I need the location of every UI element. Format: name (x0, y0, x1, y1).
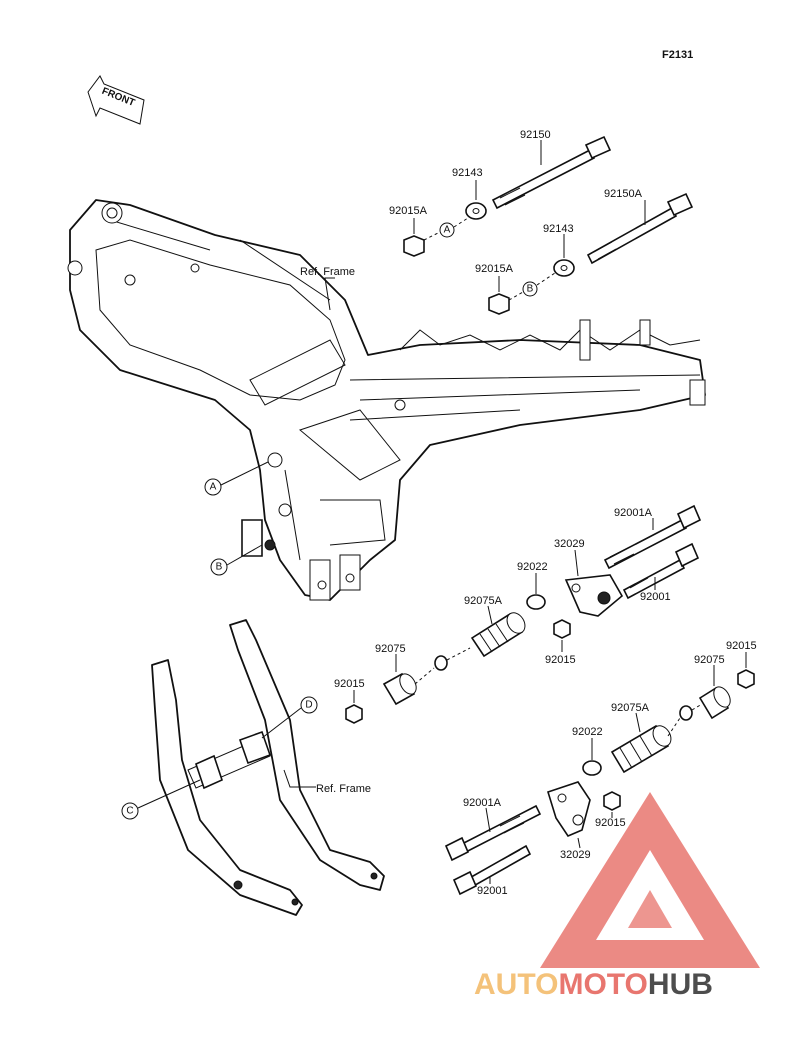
label-92015-bottom: 92015 (595, 817, 626, 829)
bushing-92075A-top (470, 612, 526, 658)
bracket-32029-bottom-hole-1 (557, 793, 567, 803)
nut-92015-left (345, 704, 363, 724)
callout-d (300, 696, 318, 714)
bolt-92150 (491, 135, 612, 210)
dashed-guide-collar-top (446, 647, 471, 661)
callout-a-frame (204, 478, 222, 496)
label-92022-bottom: 92022 (572, 726, 603, 738)
label-92001A-bottom: 92001A (463, 797, 502, 809)
label-92075-top: 92075 (375, 643, 406, 655)
nut-92015A-mid (488, 293, 510, 315)
ref-frame-label-bottom: Ref. Frame (316, 783, 371, 795)
leader-c (137, 779, 201, 809)
label-92075-right: 92075 (694, 654, 725, 666)
leader-b-frame (226, 544, 263, 566)
callout-b-frame (210, 558, 228, 576)
bracket-32029-top (564, 574, 624, 617)
watermark-logo (540, 792, 760, 968)
washer-92143-top-hole (472, 208, 480, 214)
ref-frame-leader-bottom (283, 769, 316, 788)
label-92015-mid: 92015 (545, 654, 576, 666)
leader-92001A-bottom (485, 807, 491, 833)
watermark-triangle-inner (628, 890, 672, 928)
washer-92022-top (526, 594, 546, 610)
leader-92075A-bottom (635, 712, 641, 733)
bolt-92001A-top (603, 504, 702, 570)
bolt-92001-bottom (452, 844, 532, 896)
bushing-92075-top (382, 672, 417, 706)
bolt-92150A (586, 192, 694, 265)
label-92022-top: 92022 (517, 561, 548, 573)
bolt-92001A-bottom (444, 804, 542, 862)
main-frame-drawing (67, 199, 706, 601)
label-32029-bottom: 32029 (560, 849, 591, 861)
watermark-hub: HUB (648, 968, 713, 1001)
leader-a-frame (220, 461, 269, 486)
label-92150: 92150 (520, 129, 551, 141)
label-92143-top: 92143 (452, 167, 483, 179)
label-92001-bottom: 92001 (477, 885, 508, 897)
leader-32029-bottom (577, 837, 581, 849)
nut-92015-right (737, 669, 755, 689)
front-arrow: FRONT (87, 75, 145, 125)
leader-d (261, 707, 302, 739)
collar-top (434, 655, 448, 671)
label-92075A-top: 92075A (464, 595, 503, 607)
label-32029-top: 32029 (554, 538, 585, 550)
watermark-moto: MOTO (558, 968, 647, 1001)
nut-92015-mid (553, 619, 571, 639)
lower-frame-drawing (151, 619, 385, 916)
collar-bottom (679, 705, 693, 721)
label-92001A-top: 92001A (614, 507, 653, 519)
bushing-92075A-bottom (610, 724, 672, 774)
callout-a-frame-letter: A (210, 482, 217, 493)
dashed-guide-92075A-bottom (667, 717, 681, 737)
watermark-triangle (540, 792, 760, 968)
callout-b-top-letter: B (527, 284, 534, 295)
callout-a-top (439, 222, 455, 238)
label-92015-right: 92015 (726, 640, 757, 652)
dashed-guide-collar-bottom (691, 703, 703, 711)
dashed-guide-92075-top (414, 667, 435, 685)
bracket-32029-bottom-hole-2 (572, 814, 584, 826)
nut-92015-bottom (603, 791, 621, 811)
bushing-92075-right (698, 686, 731, 720)
ref-frame-label-top: Ref. Frame (300, 266, 355, 278)
callout-c-letter: C (126, 806, 133, 817)
label-92143-mid: 92143 (543, 223, 574, 235)
label-92075A-bottom: 92075A (611, 702, 650, 714)
nut-92015A-top (403, 235, 425, 257)
label-92015A-top: 92015A (389, 205, 428, 217)
callout-b-frame-letter: B (216, 562, 223, 573)
bracket-32029-top-hole-1 (571, 583, 581, 593)
leader-32029-top (574, 549, 579, 577)
figure-id: F2131 (662, 49, 693, 61)
leader-92075A-top (487, 605, 493, 625)
label-92015-left: 92015 (334, 678, 365, 690)
callout-b-top (522, 281, 538, 297)
bracket-32029-bottom (547, 781, 591, 837)
callout-c (121, 802, 139, 820)
watermark-auto: AUTO (474, 968, 558, 1001)
bolt-92001-top (622, 542, 700, 600)
label-92015A-mid: 92015A (475, 263, 514, 275)
label-92150A: 92150A (604, 188, 643, 200)
washer-92143-mid-hole (560, 265, 568, 271)
bracket-32029-top-hole-2 (597, 591, 611, 605)
dashed-guides-top (423, 217, 556, 301)
washer-92022-bottom (582, 760, 602, 776)
ref-frame-leader-top (324, 277, 335, 311)
watermark-text: AUTOMOTOHUB (474, 968, 713, 1001)
callout-a-top-letter: A (444, 225, 451, 236)
callout-d-letter: D (305, 700, 312, 711)
label-92001-top: 92001 (640, 591, 671, 603)
